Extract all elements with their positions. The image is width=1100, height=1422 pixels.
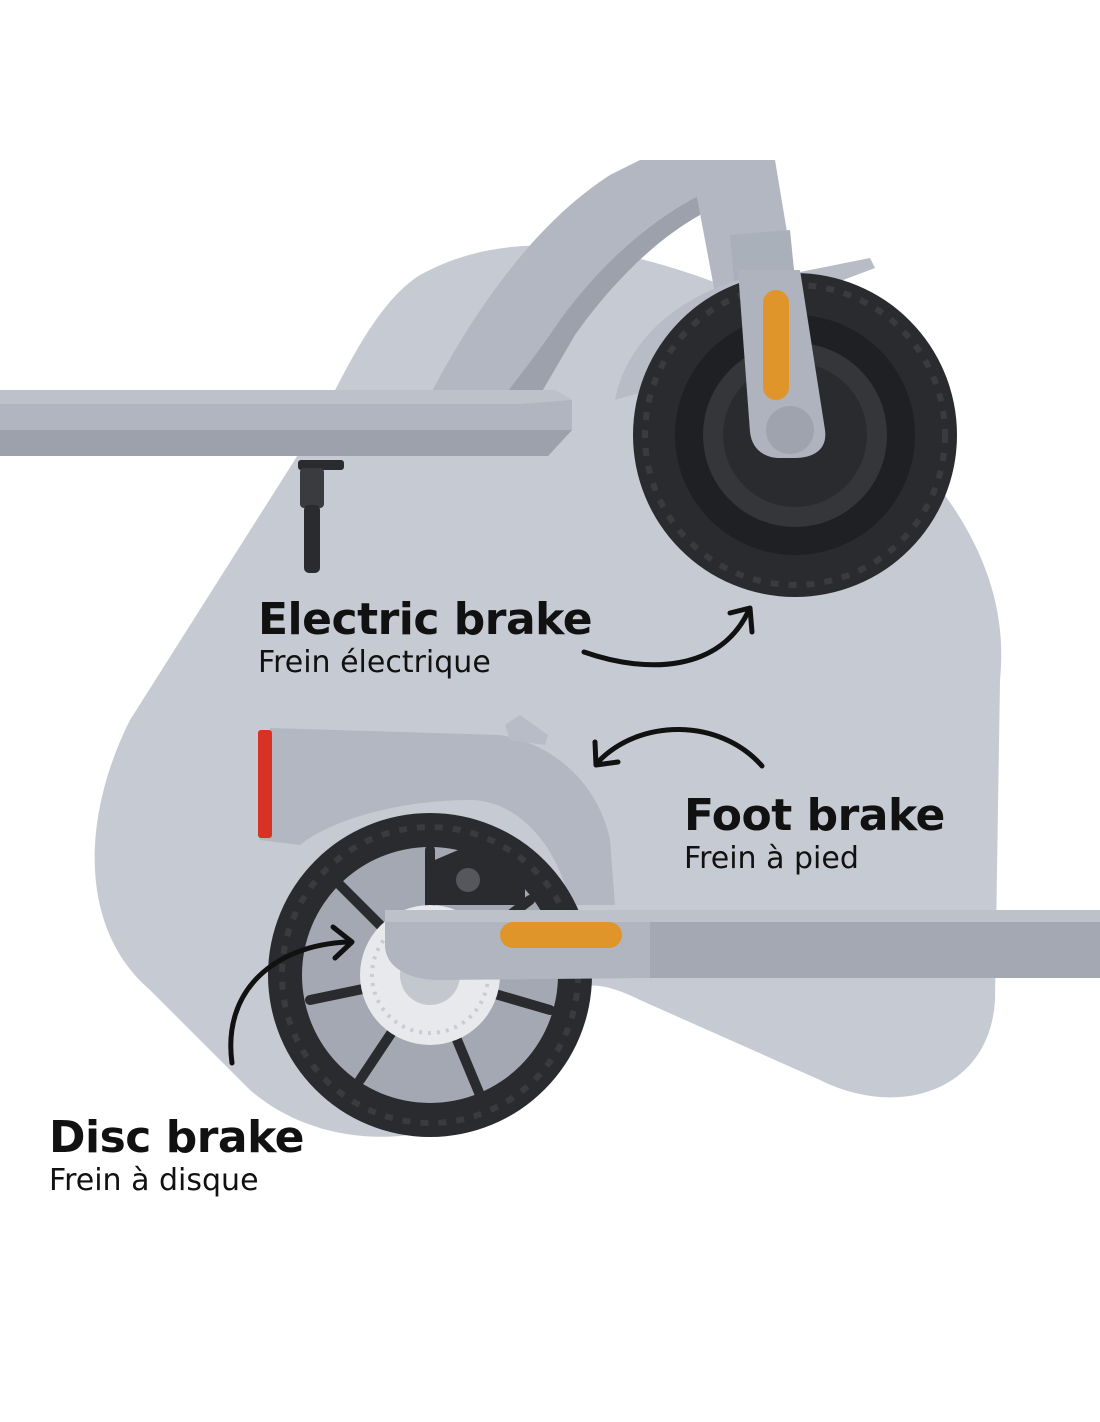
electric-brake-label: Electric brake Frein électrique bbox=[258, 594, 593, 682]
front-reflector bbox=[763, 290, 789, 400]
electric-brake-arrow bbox=[581, 609, 751, 668]
kickstand bbox=[298, 460, 344, 573]
steering-stem bbox=[430, 160, 700, 395]
electric-brake-arrowhead bbox=[727, 605, 755, 635]
foot-brake-label: Foot brake Frein à pied bbox=[684, 790, 945, 878]
foot-brake-title: Foot brake bbox=[684, 790, 945, 841]
disc-brake-arrow bbox=[228, 939, 351, 1066]
disc-brake-subtitle: Frein à disque bbox=[49, 1163, 259, 1199]
front-scooter-group bbox=[0, 160, 957, 597]
stem-shadow bbox=[505, 195, 700, 395]
curved-arrow-icon bbox=[228, 605, 765, 1066]
disc-brake-arrowhead bbox=[330, 924, 355, 961]
foot-brake-arrow bbox=[595, 727, 765, 769]
front-deck-underside bbox=[0, 430, 572, 456]
front-axle bbox=[766, 406, 814, 454]
disc-brake-label: Disc brake Frein à disque bbox=[49, 1112, 305, 1200]
rear-fender bbox=[260, 728, 615, 905]
foot-brake-subtitle: Frein à pied bbox=[684, 841, 859, 877]
electric-brake-title: Electric brake bbox=[258, 594, 593, 645]
rear-light bbox=[258, 730, 272, 838]
deck-reflector bbox=[500, 922, 622, 948]
electric-brake-subtitle: Frein électrique bbox=[258, 645, 491, 681]
foot-brake-arrowhead bbox=[592, 739, 621, 768]
disc-brake-title: Disc brake bbox=[49, 1112, 305, 1163]
brake-caliper bbox=[430, 845, 525, 905]
fender-hook bbox=[505, 715, 548, 745]
rear-deck-top bbox=[385, 910, 1100, 922]
front-deck-top bbox=[0, 390, 572, 404]
rear-scooter-group bbox=[258, 715, 1100, 1137]
rear-deck-side bbox=[650, 922, 1100, 978]
